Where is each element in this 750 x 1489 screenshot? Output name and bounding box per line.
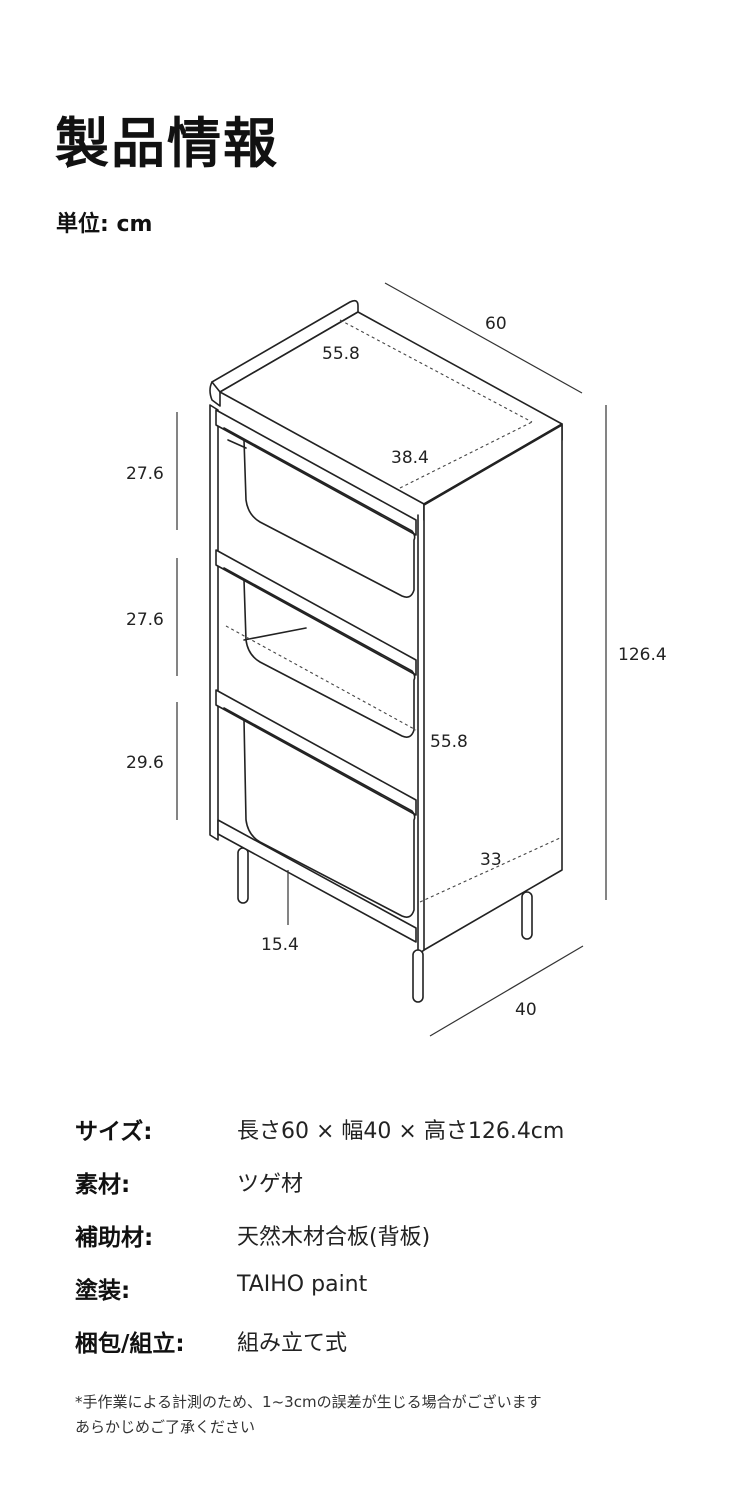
dim-shelf-2-height: 27.6 — [126, 610, 164, 630]
measurement-footnote: *手作業による計測のため、1~3cmの誤差が生じる場合がございます あらかじめご… — [75, 1390, 715, 1440]
dim-top-inner-width: 55.8 — [322, 344, 360, 364]
dim-inner-depth-lower: 33 — [480, 850, 502, 870]
cabinet-left-post — [209, 404, 219, 841]
unit-label: 単位: cm — [56, 212, 153, 237]
dim-total-height: 126.4 — [618, 645, 667, 665]
cabinet-dimension-diagram: 60 55.8 38.4 27.6 27.6 29.6 126.4 55.8 3… — [126, 282, 667, 1037]
spec-value: TAIHO paint — [237, 1272, 368, 1297]
page-title: 製品情報 — [55, 112, 279, 175]
spec-label: 塗装: — [75, 1278, 131, 1304]
spec-table: サイズ: 長さ60 × 幅40 × 高さ126.4cm 素材: ツゲ材 補助材:… — [75, 1112, 715, 1377]
spec-label: 素材: — [75, 1172, 131, 1198]
dim-shelf-3-height: 29.6 — [126, 753, 164, 773]
cabinet-side — [423, 424, 563, 951]
footnote-line-2: あらかじめご了承ください — [75, 1418, 256, 1436]
cabinet-bottom-rail — [217, 819, 417, 943]
dim-depth: 40 — [515, 1000, 537, 1020]
dim-width: 60 — [485, 314, 507, 334]
spec-row-material: 素材: ツゲ材 — [75, 1165, 715, 1218]
spec-value: ツゲ材 — [237, 1172, 304, 1197]
dim-inner-width-lower: 55.8 — [430, 732, 468, 752]
spec-row-packaging: 梱包/組立: 組み立て式 — [75, 1324, 715, 1377]
cabinet-legs — [237, 847, 533, 1003]
spec-row-size: サイズ: 長さ60 × 幅40 × 高さ126.4cm — [75, 1112, 715, 1165]
spec-value: 組み立て式 — [237, 1331, 348, 1356]
spec-value: 天然木材合板(背板) — [237, 1225, 431, 1250]
spec-label: サイズ: — [75, 1119, 153, 1145]
spec-label: 補助材: — [75, 1225, 154, 1251]
spec-row-coating: 塗装: TAIHO paint — [75, 1271, 715, 1324]
dim-shelf-1-height: 27.6 — [126, 464, 164, 484]
spec-row-auxiliary-material: 補助材: 天然木材合板(背板) — [75, 1218, 715, 1271]
drawer-3 — [215, 689, 417, 918]
drawer-1 — [215, 409, 417, 598]
dim-top-inner-depth: 38.4 — [391, 448, 429, 468]
spec-label: 梱包/組立: — [75, 1331, 185, 1357]
dim-leg-height: 15.4 — [261, 935, 299, 955]
footnote-line-1: *手作業による計測のため、1~3cmの誤差が生じる場合がございます — [75, 1393, 542, 1411]
spec-value: 長さ60 × 幅40 × 高さ126.4cm — [237, 1119, 565, 1144]
drawer-2 — [215, 549, 417, 738]
